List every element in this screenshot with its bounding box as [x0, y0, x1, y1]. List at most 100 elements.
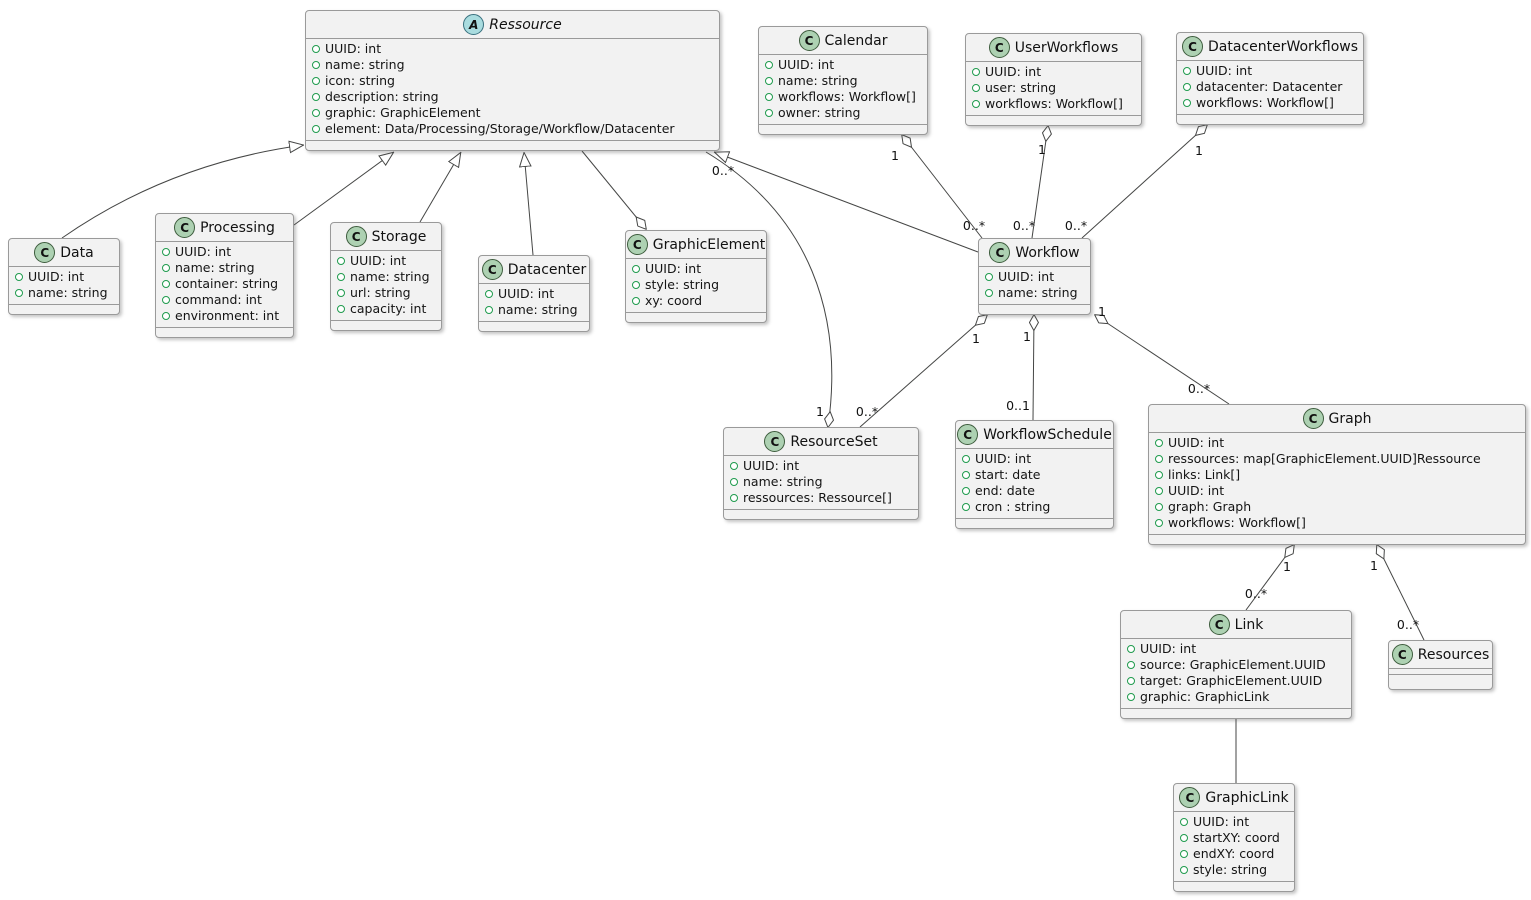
class-name: Workflow [1015, 244, 1080, 261]
attribute: capacity: int [337, 301, 435, 317]
attribute: UUID: int [337, 253, 435, 269]
field-visibility-icon [312, 45, 320, 53]
class-name: Link [1234, 616, 1264, 633]
attribute-text: UUID: int [1168, 483, 1225, 498]
field-visibility-icon [632, 297, 640, 305]
attribute: style: string [632, 277, 760, 293]
attribute: container: string [162, 276, 287, 292]
field-visibility-icon [1183, 67, 1191, 75]
field-visibility-icon [1155, 439, 1163, 447]
attribute: name: string [162, 260, 287, 276]
field-visibility-icon [985, 289, 993, 297]
attribute: UUID: int [1180, 814, 1288, 830]
attribute: cron : string [962, 499, 1107, 515]
field-visibility-icon [15, 289, 23, 297]
attribute: UUID: int [1183, 63, 1357, 79]
class-icon: C [1391, 644, 1413, 665]
attribute-text: icon: string [325, 73, 395, 88]
field-visibility-icon [15, 273, 23, 281]
attribute: url: string [337, 285, 435, 301]
class-name: Datacenter [507, 261, 587, 278]
attribute-text: target: GraphicElement.UUID [1140, 673, 1323, 688]
relationship-aggregation-resources-graph [1377, 545, 1425, 641]
attribute: UUID: int [985, 269, 1084, 285]
field-visibility-icon [972, 100, 980, 108]
attribute: element: Data/Processing/Storage/Workflo… [312, 121, 713, 137]
field-visibility-icon [162, 312, 170, 320]
class-icon: C [1181, 36, 1203, 57]
attribute-text: name: string [778, 73, 858, 88]
attribute: name: string [485, 302, 583, 318]
class-name: Calendar [824, 32, 888, 49]
attribute-text: ressources: Ressource[] [743, 490, 892, 505]
attribute-text: name: string [175, 260, 255, 275]
attribute-text: UUID: int [985, 64, 1042, 79]
attribute: name: string [730, 474, 912, 490]
attribute-text: description: string [325, 89, 439, 104]
field-visibility-icon [1127, 661, 1135, 669]
attribute-text: name: string [28, 285, 108, 300]
attribute-text: graphic: GraphicElement [325, 105, 481, 120]
class-icon: C [957, 424, 979, 445]
field-visibility-icon [1180, 818, 1188, 826]
attribute: UUID: int [162, 244, 287, 260]
multiplicity-label: 0..1 [1006, 398, 1030, 413]
field-visibility-icon [1155, 455, 1163, 463]
attribute: workflows: Workflow[] [1183, 95, 1357, 111]
class-icon: C [34, 242, 56, 263]
attribute-text: element: Data/Processing/Storage/Workflo… [325, 121, 675, 136]
relationship-aggregation-resourceset-workflow [859, 315, 987, 428]
attribute-text: graph: Graph [1168, 499, 1252, 514]
field-visibility-icon [1155, 487, 1163, 495]
attribute-text: name: string [350, 269, 430, 284]
attribute: graphic: GraphicLink [1127, 689, 1345, 705]
multiplicity-label: 1 [816, 404, 824, 419]
attribute: UUID: int [962, 451, 1107, 467]
multiplicity-label: 1 [1283, 559, 1291, 574]
field-visibility-icon [162, 264, 170, 272]
relationship-generalization-processing-ressource [293, 152, 394, 226]
methods-compartment [479, 322, 589, 331]
field-visibility-icon [337, 257, 345, 265]
attribute-text: name: string [325, 57, 405, 72]
attribute: workflows: Workflow[] [765, 89, 921, 105]
multiplicity-label: 1 [1370, 558, 1378, 573]
attribute: source: GraphicElement.UUID [1127, 657, 1345, 673]
class-icon: C [626, 234, 648, 255]
attribute: user: string [972, 80, 1135, 96]
methods-compartment [1121, 709, 1351, 718]
relationship-generalization-workflow-ressource [714, 152, 979, 253]
attribute-text: workflows: Workflow[] [985, 96, 1123, 111]
class-icon: C [988, 37, 1010, 58]
field-visibility-icon [1180, 850, 1188, 858]
methods-compartment [724, 510, 918, 519]
class-icon: C [989, 242, 1011, 263]
attribute-text: capacity: int [350, 301, 427, 316]
field-visibility-icon [765, 77, 773, 85]
class-icon: C [481, 259, 503, 280]
relationship-aggregation-workflow-datacenterworkflows [1081, 125, 1207, 239]
relationship-aggregation-workflow-calendar [902, 135, 983, 239]
class-name: Data [60, 244, 94, 261]
attribute: name: string [337, 269, 435, 285]
field-visibility-icon [972, 68, 980, 76]
